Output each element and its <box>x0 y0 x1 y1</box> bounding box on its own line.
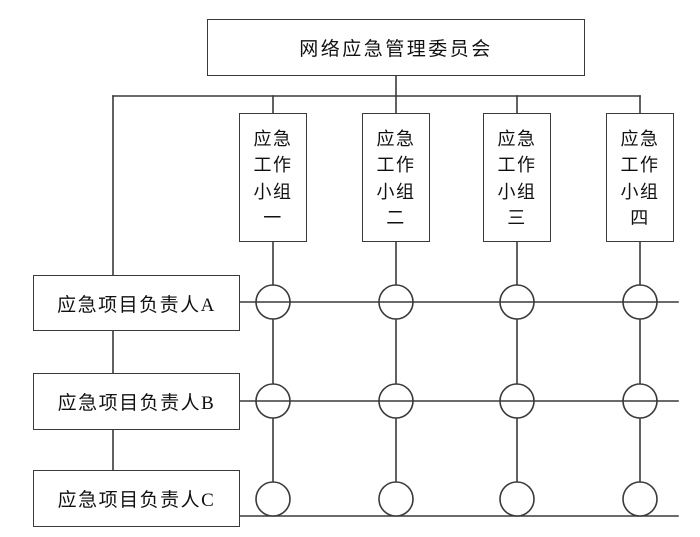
project-manager-box-c[interactable]: 应急项目负责人C <box>33 470 240 527</box>
working-group-label-1: 应急 工作 小组 一 <box>253 129 293 228</box>
working-group-box-1[interactable]: 应急 工作 小组 一 <box>239 113 307 242</box>
committee-label: 网络应急管理委员会 <box>299 39 493 60</box>
project-manager-label-c: 应急项目负责人C <box>57 490 216 511</box>
intersection-node-c4 <box>622 481 658 517</box>
working-group-label-4: 应急 工作 小组 四 <box>620 129 660 228</box>
intersection-node-c2 <box>378 481 414 517</box>
project-manager-label-a: 应急项目负责人A <box>57 294 216 316</box>
project-manager-label-b: 应急项目负责人B <box>57 393 216 414</box>
intersection-node-c1 <box>255 481 291 517</box>
working-group-box-3[interactable]: 应急 工作 小组 三 <box>483 113 551 242</box>
intersection-node-c3 <box>499 481 535 517</box>
working-group-box-2[interactable]: 应急 工作 小组 二 <box>362 113 430 242</box>
working-group-label-2: 应急 工作 小组 二 <box>376 129 416 228</box>
working-group-label-3: 应急 工作 小组 三 <box>497 129 537 228</box>
project-manager-box-b[interactable]: 应急项目负责人B <box>33 373 240 430</box>
committee-box[interactable]: 网络应急管理委员会 <box>207 19 585 76</box>
project-manager-box-a[interactable]: 应急项目负责人A <box>33 275 240 331</box>
working-group-box-4[interactable]: 应急 工作 小组 四 <box>606 113 674 242</box>
